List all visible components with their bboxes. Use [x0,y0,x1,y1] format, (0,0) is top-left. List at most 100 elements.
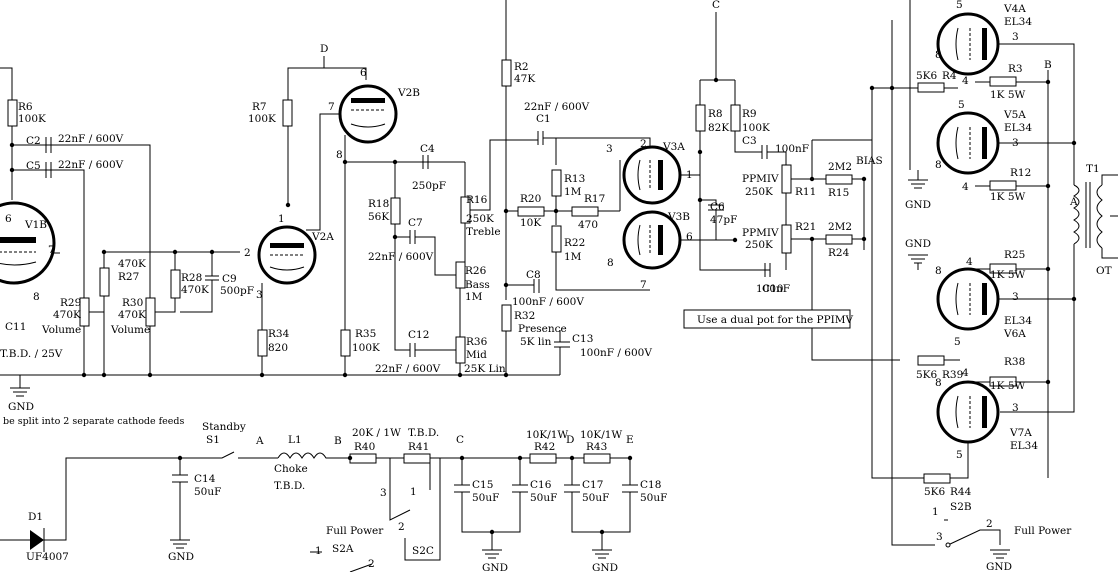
full-power-right: Full Power [1014,525,1072,537]
r18-label: R18 [368,198,389,210]
c7-value: 22nF / 600V [368,251,434,263]
d1-label: D1 [28,511,43,523]
gnd-label-c17: GND [592,562,618,572]
v3a-pin3: 3 [606,143,613,155]
r42-label: R42 [534,441,555,453]
r42-resistor [529,453,557,464]
v5a-pin8: 8 [935,159,942,171]
c7-label: C7 [408,217,423,229]
gnd-label-s2b: GND [986,561,1012,572]
r32-label: R32 [514,310,535,322]
c8-value: 100nF / 600V [512,296,584,308]
r43-label: R43 [586,441,607,453]
r8-value: 82K [708,122,729,134]
l1-name: Choke [274,463,308,475]
r17-label: R17 [584,193,605,205]
r29-name: Volume [41,324,81,336]
r6-value: 100K [18,113,46,125]
c8-label: C8 [526,269,541,281]
r36-name: Mid [466,349,487,361]
d1-diode [30,530,44,550]
r41-label: R41 [408,441,429,453]
v1b-label: V1B [24,219,47,231]
c18-value: 50uF [640,492,667,504]
v6a-type: EL34 [1004,315,1032,327]
node-c-ps: C [456,434,464,446]
r17-value: 470 [578,219,598,231]
v4a-pin3: 3 [1012,31,1019,43]
c13-value: 100nF / 600V [580,347,652,359]
node-d-ps: D [566,434,574,446]
c17-label: C17 [582,479,603,491]
phase-inverter: R2 47K 22nF / 600V C1 R13 1M R20 10K R17… [501,0,735,375]
v7a-pin4: 4 [962,367,969,379]
r3-label: R3 [1008,63,1023,75]
r11-value: 250K [745,186,773,198]
ppimv-note: Use a dual pot for the PPIMV [697,314,854,326]
r11-pot [781,164,792,194]
r22-label: R22 [564,237,585,249]
r16-value: 250K [466,213,494,225]
r21-name: PPMIV [742,227,779,239]
c17-value: 50uF [582,492,609,504]
ot-label: OT [1096,265,1112,277]
v5a-tube [936,111,1000,175]
r2-value: 47K [514,73,535,85]
v7a-type: EL34 [1010,440,1038,452]
v1b-pin7: 7 [48,244,55,256]
r29-pot [79,297,90,327]
v3a-pin2: 2 [640,138,647,150]
c16-value: 50uF [530,492,557,504]
v6a-pin4: 4 [966,256,973,268]
r32-value: 5K lin [520,336,552,348]
r38-label: R38 [1004,356,1025,368]
r20-label: R20 [520,193,541,205]
r44-label: R44 [950,486,972,498]
v5a-pin4: 4 [962,181,969,193]
bias-label: BIAS [856,155,883,167]
c14-value: 50uF [194,486,221,498]
v1b-pin8: 8 [33,291,40,303]
r34-label: R34 [268,328,290,340]
v6a-tube [936,267,1000,331]
r29-value: 470K [53,309,81,321]
node-b-ps: B [334,435,342,447]
c13-label: C13 [572,333,593,345]
r6-label: R6 [18,101,33,113]
r21-pot [781,224,792,254]
r7-resistor [282,99,293,127]
v2b-pin6: 6 [360,67,367,79]
r7-label: R7 [252,101,267,113]
full-power-left: Full Power [326,525,384,537]
s2a-label: S2A [332,543,354,555]
s1-label: S1 [206,434,220,446]
r13-value: 1M [564,186,582,198]
r8-resistor [695,104,706,132]
r24-value: 2M2 [828,221,852,233]
c5-label: C5 [26,160,41,172]
s2b-pin2: 2 [986,518,993,530]
c12-label: C12 [408,329,429,341]
r12-label: R12 [1010,167,1031,179]
r44-value: 5K6 [924,486,946,498]
s2c-pin1: 1 [410,486,417,498]
r25-label: R25 [1004,249,1025,261]
r22-value: 1M [564,251,582,263]
c5-value: 22nF / 600V [58,159,124,171]
r22-resistor [551,225,562,253]
t1-label: T1 [1086,163,1100,175]
r32-pot [501,304,512,332]
r26-name: Bass [465,279,490,291]
r26-pot [455,261,466,289]
v3b-pin8: 8 [607,257,614,269]
node-c-top: C [712,0,720,11]
r3-value: 1K 5W [990,89,1026,101]
volume-section: 470K R27 R29 470K Volume R30 470K Volume… [41,251,254,375]
v3b-pin6: 6 [686,231,693,243]
r7-value: 100K [248,113,276,125]
v1b-stage: R6 100K C2 22nF / 600V C5 22nF / 600V V1… [0,67,560,427]
c3-value: 100nF [775,143,809,155]
c11-value: T.B.D. / 25V [0,348,63,360]
r43-resistor [583,453,611,464]
v6a-pin5: 5 [954,336,961,348]
